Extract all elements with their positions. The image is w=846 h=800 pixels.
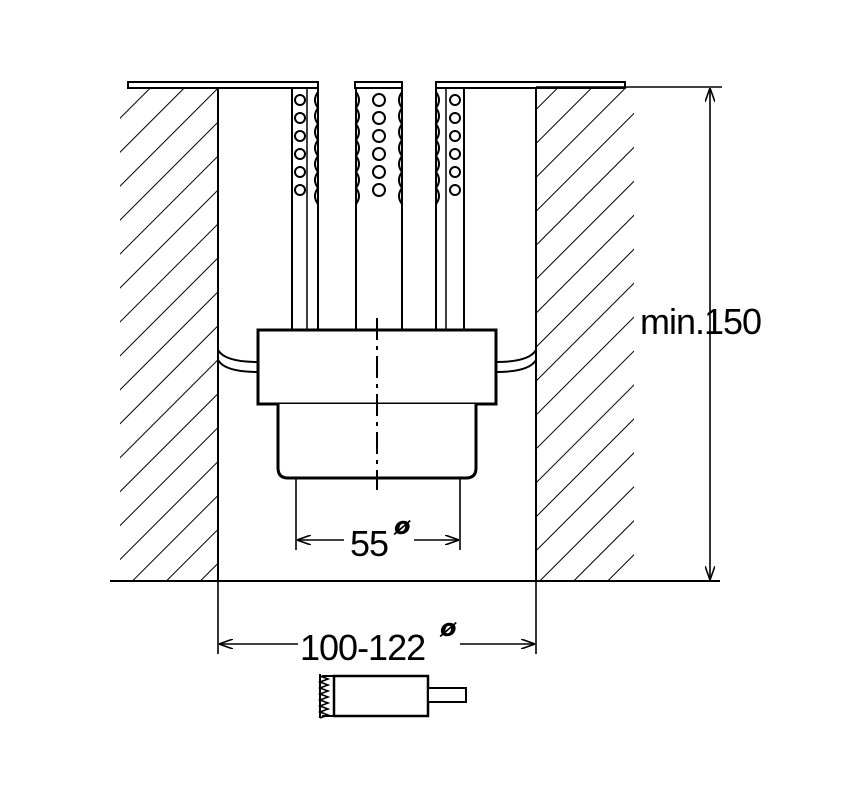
anchor-strip-left xyxy=(291,88,320,330)
dimension-outer-diameter: 100-122 ø xyxy=(217,581,537,668)
outer-diameter-symbol: ø xyxy=(439,614,457,642)
height-label: min.150 xyxy=(640,301,761,342)
inner-diameter-label: 55 xyxy=(350,523,388,564)
dimension-inner-diameter: 55 ø xyxy=(295,478,461,564)
dimension-height: min.150 xyxy=(536,86,762,579)
outer-diameter-label: 100-122 xyxy=(300,627,425,668)
fixing-wires xyxy=(217,349,537,373)
anchor-strip-center xyxy=(354,88,404,330)
wall-right xyxy=(535,87,634,581)
anchor-strip-right xyxy=(434,88,465,330)
wall-left xyxy=(120,87,219,581)
hole-saw-icon xyxy=(317,674,467,719)
inner-diameter-symbol: ø xyxy=(393,512,411,540)
